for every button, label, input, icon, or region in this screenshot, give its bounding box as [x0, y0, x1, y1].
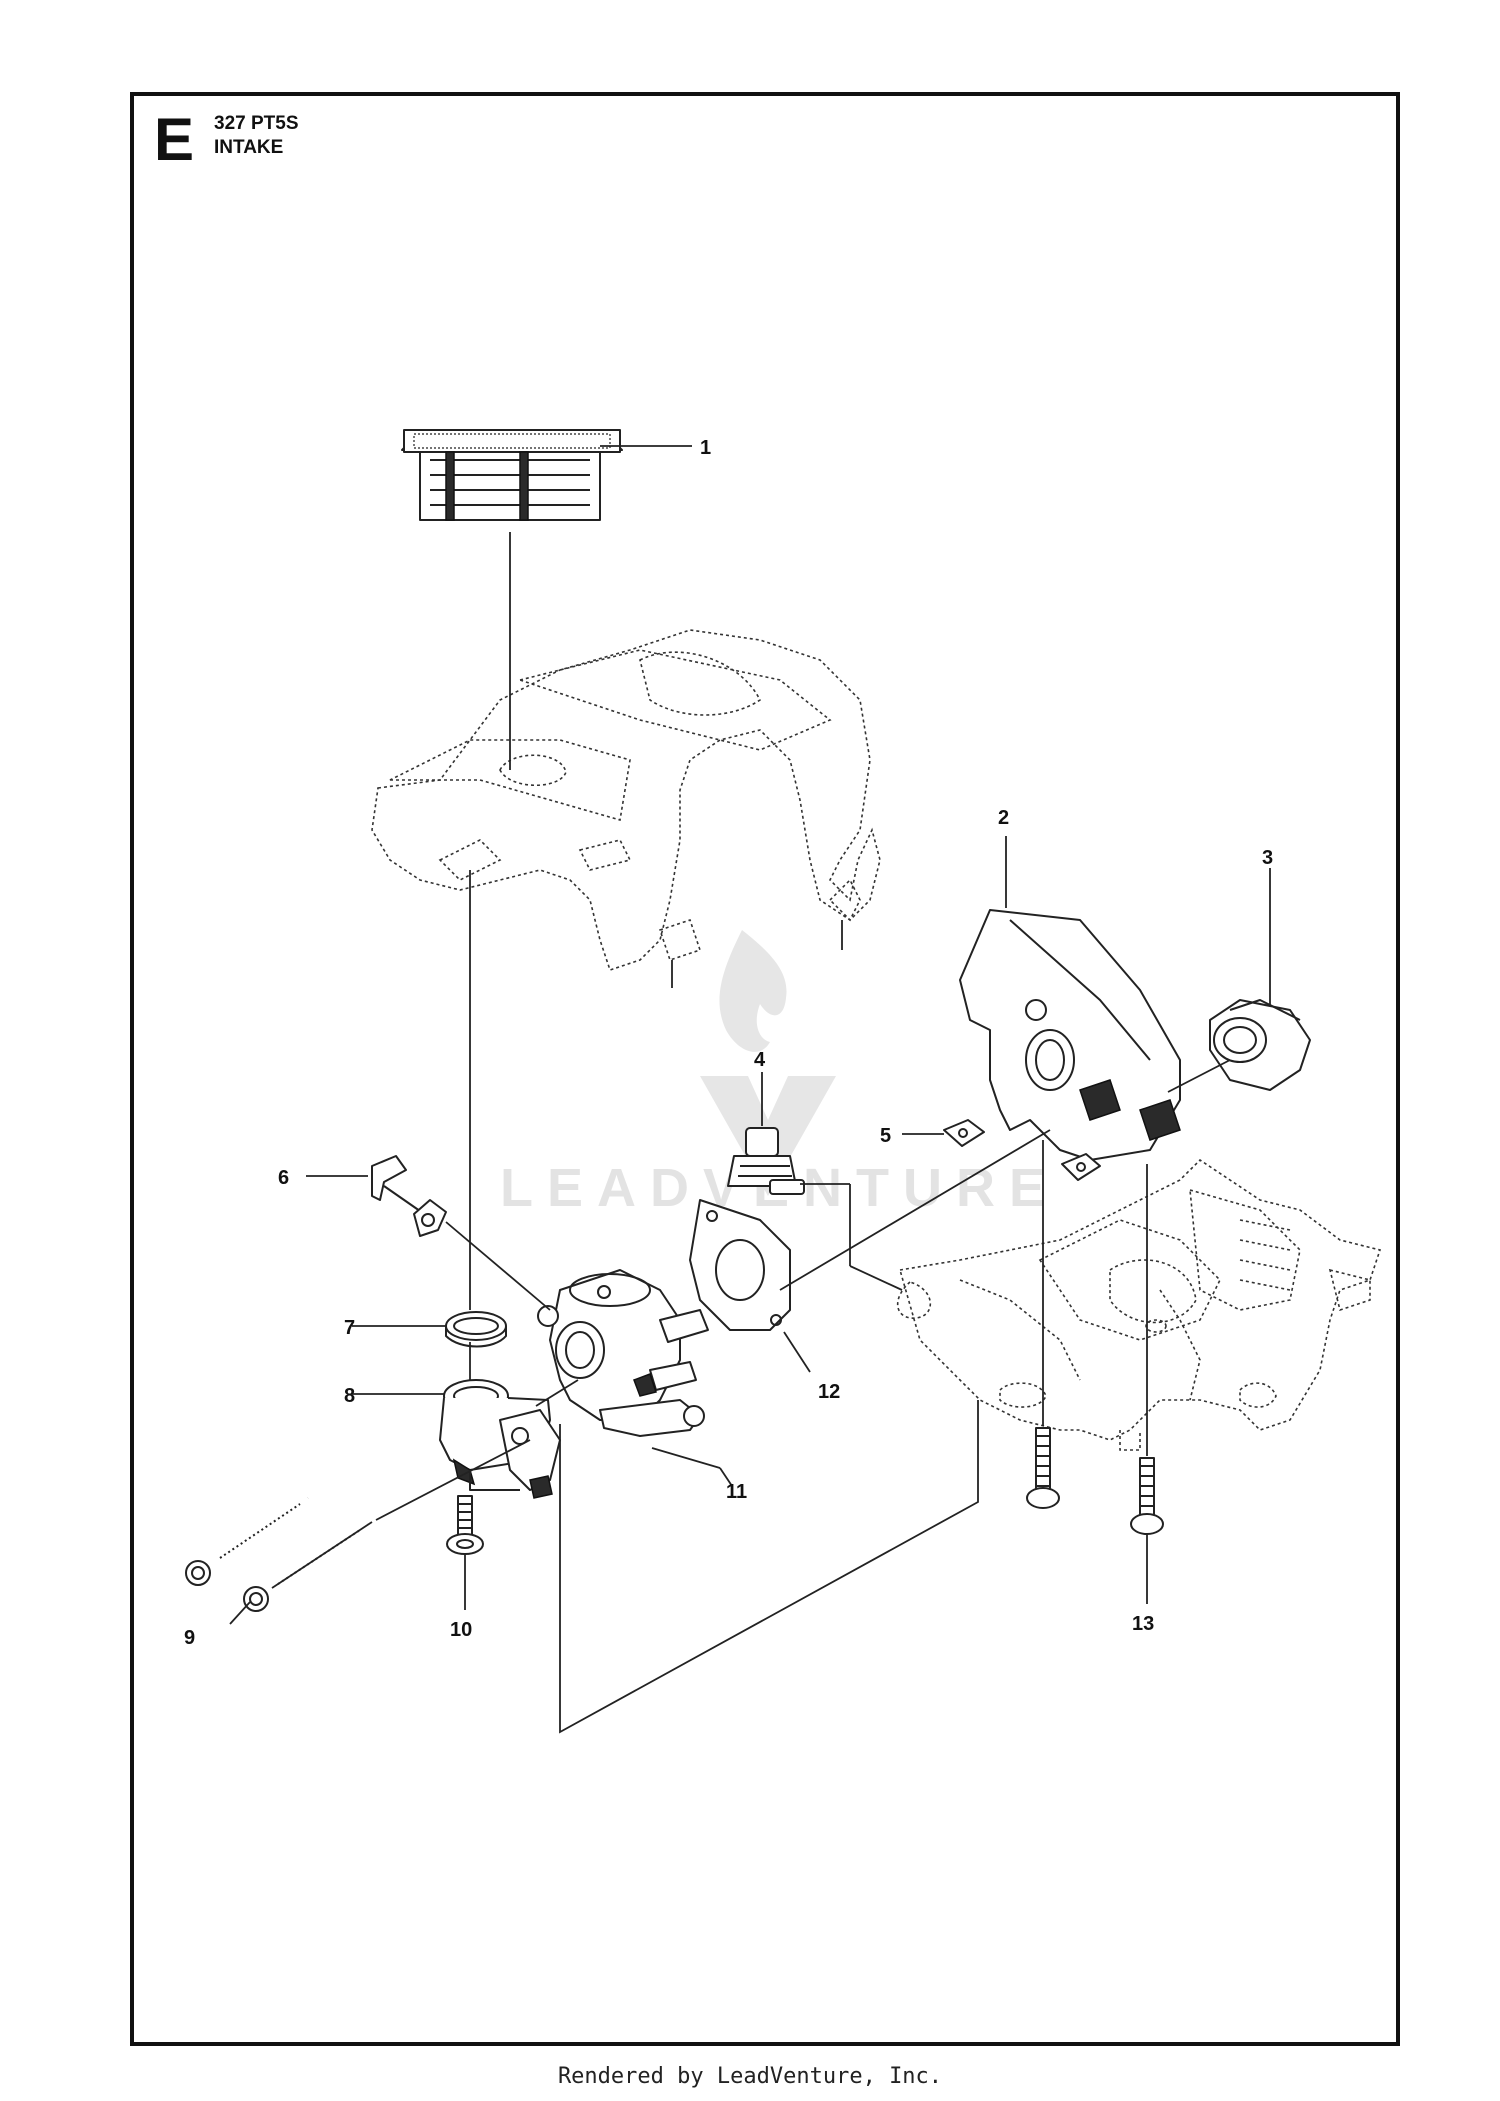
part-crankcase: [896, 1158, 1382, 1451]
section-title: INTAKE: [214, 137, 284, 158]
callout-7[interactable]: 7: [344, 1317, 355, 1339]
part-intake-adapter[interactable]: [959, 909, 1181, 1161]
callout-13[interactable]: 13: [1132, 1613, 1154, 1635]
part-long-bolts[interactable]: [185, 1495, 370, 1612]
callout-labels: 1 2 3 4 5 6 7 8 9 10 11 12 13: [184, 437, 1273, 1649]
footer-credit: Rendered by LeadVenture, Inc.: [557, 2064, 943, 2089]
callout-8[interactable]: 8: [344, 1385, 355, 1407]
part-valve[interactable]: [727, 1127, 805, 1195]
part-screw[interactable]: [446, 1495, 484, 1555]
part-throttle-link[interactable]: [371, 1155, 447, 1237]
callout-12[interactable]: 12: [818, 1381, 840, 1403]
callout-5[interactable]: 5: [880, 1125, 891, 1147]
part-nut[interactable]: [943, 1119, 1101, 1181]
part-carburetor[interactable]: [537, 1269, 709, 1437]
part-filter-cover: [371, 629, 881, 988]
section-letter: E: [154, 106, 195, 173]
part-intake-boot[interactable]: [1209, 999, 1311, 1091]
callout-3[interactable]: 3: [1262, 847, 1273, 869]
part-air-filter[interactable]: [401, 429, 623, 521]
part-intake-elbow[interactable]: [439, 1379, 561, 1499]
callout-1[interactable]: 1: [700, 437, 711, 459]
callout-4[interactable]: 4: [754, 1049, 766, 1071]
callout-10[interactable]: 10: [450, 1619, 472, 1641]
leader-lines: [229, 445, 1271, 1734]
diagram-frame: [130, 92, 1400, 2046]
callout-11[interactable]: 11: [726, 1481, 747, 1503]
model-number: 327 PT5S: [214, 113, 299, 134]
part-seal-ring[interactable]: [445, 1311, 507, 1348]
callout-6[interactable]: 6: [278, 1167, 289, 1189]
callout-9[interactable]: 9: [184, 1627, 195, 1649]
part-crankcase-bolts[interactable]: [1026, 1427, 1164, 1535]
part-gasket[interactable]: [689, 1199, 791, 1331]
callout-2[interactable]: 2: [998, 807, 1009, 829]
